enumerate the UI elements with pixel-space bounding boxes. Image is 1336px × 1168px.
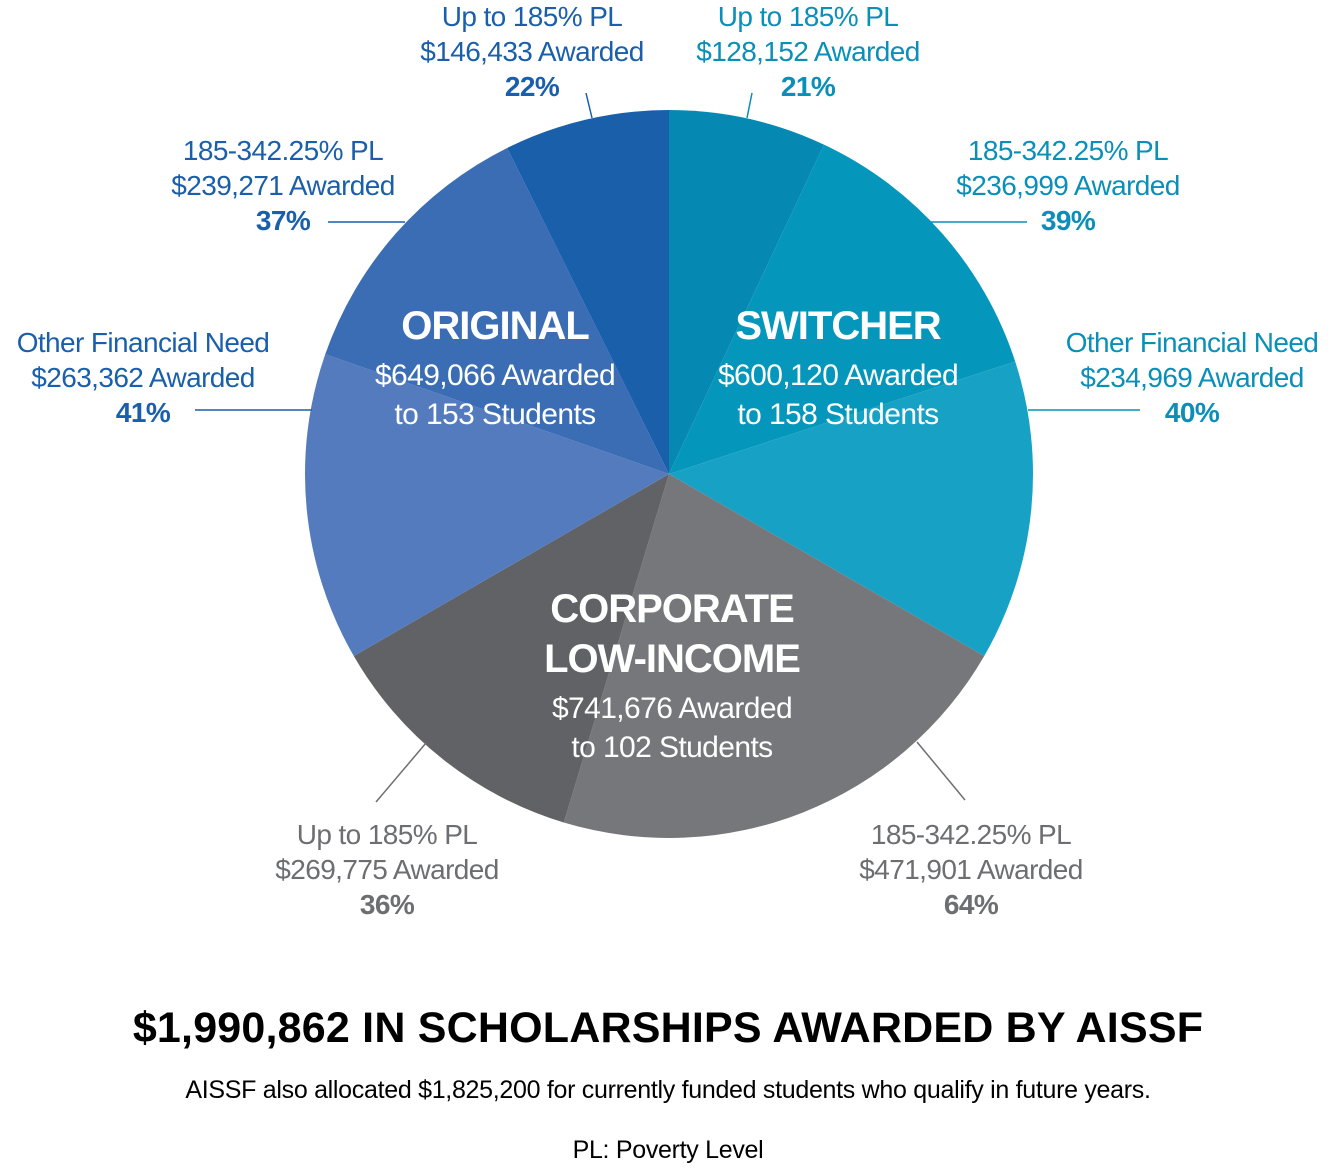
slice-amount: $239,271 Awarded — [171, 170, 395, 201]
slice-percent: 40% — [1164, 397, 1220, 428]
slice-label: 185-342.25% PL — [182, 135, 384, 166]
slice-amount: $236,999 Awarded — [956, 170, 1180, 201]
group-students: to 153 Students — [394, 398, 596, 431]
slice-label: Up to 185% PL — [296, 819, 478, 850]
group-name: ORIGINAL — [401, 304, 590, 348]
slice-percent: 37% — [255, 205, 311, 236]
pie-slice — [669, 144, 1016, 475]
slice-percent: 64% — [943, 889, 999, 920]
group-awarded: $600,120 Awarded — [717, 359, 959, 392]
pie-slice — [353, 474, 669, 823]
slice-label: 185-342.25% PL — [870, 819, 1072, 850]
slice-label: 185-342.25% PL — [967, 135, 1169, 166]
chart-footnote: PL: Poverty Level — [572, 1136, 764, 1164]
group-awarded: $741,676 Awarded — [551, 692, 793, 725]
chart-subtitle: AISSF also allocated $1,825,200 for curr… — [185, 1076, 1151, 1104]
slice-label: Up to 185% PL — [717, 1, 899, 32]
leader-line — [916, 741, 966, 801]
slice-label: Up to 185% PL — [441, 1, 623, 32]
group-name: SWITCHER — [735, 304, 941, 348]
slice-amount: $269,775 Awarded — [275, 854, 499, 885]
slice-amount: $146,433 Awarded — [420, 36, 644, 67]
pie-slice — [305, 354, 669, 656]
slice-percent: 36% — [359, 889, 415, 920]
slice-label: Other Financial Need — [1065, 327, 1319, 358]
leader-line — [585, 92, 593, 119]
chart-title: $1,990,862 IN SCHOLARSHIPS AWARDED BY AI… — [132, 1004, 1204, 1052]
slice-amount: $234,969 Awarded — [1080, 362, 1304, 393]
pie-slice — [669, 110, 824, 474]
pie-slice — [325, 147, 669, 474]
pie-slice — [507, 110, 669, 474]
slice-label: Other Financial Need — [16, 327, 270, 358]
slice-amount: $128,152 Awarded — [696, 36, 920, 67]
slice-amount: $263,362 Awarded — [31, 362, 255, 393]
group-awarded: $649,066 Awarded — [374, 359, 616, 392]
leader-line — [746, 92, 753, 119]
pie-slice — [669, 361, 1033, 656]
group-students: to 102 Students — [571, 731, 773, 764]
slice-percent: 41% — [115, 397, 171, 428]
group-students: to 158 Students — [737, 398, 939, 431]
pie-slice — [563, 474, 985, 838]
leader-line — [375, 742, 427, 803]
slice-percent: 22% — [504, 71, 560, 102]
group-name: CORPORATE — [550, 587, 795, 631]
slice-amount: $471,901 Awarded — [859, 854, 1083, 885]
group-name: LOW-INCOME — [544, 637, 801, 681]
slice-percent: 39% — [1040, 205, 1096, 236]
slice-percent: 21% — [780, 71, 836, 102]
